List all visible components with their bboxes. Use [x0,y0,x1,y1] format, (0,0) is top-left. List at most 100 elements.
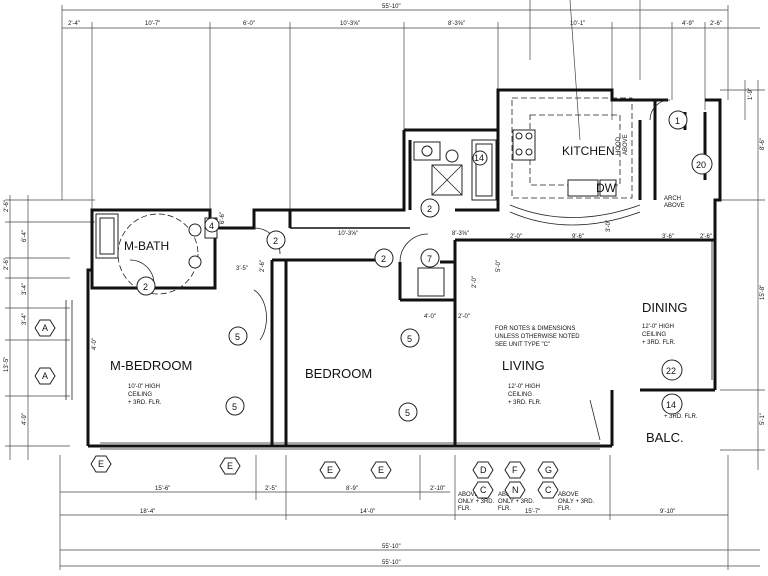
dim-overall-bottom-1: 55'-10" [382,544,401,550]
circle-tag-2-c: 2 [374,248,394,268]
room-label-kitchen: KITCHEN [562,144,615,158]
svg-text:2'-5": 2'-5" [265,486,277,492]
circle-tag-4: 4 [204,217,220,233]
svg-text:14: 14 [666,400,676,410]
room-label-m-bedroom: M-BEDROOM [110,358,192,373]
svg-text:F: F [512,465,518,475]
svg-text:2'-0": 2'-0" [458,314,470,320]
left-dimension-lines [5,195,95,460]
room-label-living: LIVING [502,358,545,373]
svg-text:9'-10": 9'-10" [660,509,675,515]
hex-tag-e-4: E [370,461,392,479]
hex-tags: A A E E E E D F [34,319,559,499]
svg-text:4'-0": 4'-0" [92,338,98,350]
svg-text:15'-6": 15'-6" [155,486,170,492]
room-label-dining: DINING [642,300,688,315]
svg-text:2'-10": 2'-10" [430,486,445,492]
svg-text:14: 14 [474,153,484,163]
above-note-d-3: FLR. [458,506,471,512]
circle-tag-14-a: 14 [661,393,683,415]
ceiling-note-dining-3: + 3RD. FLR. [642,340,676,346]
svg-text:5: 5 [405,408,410,418]
room-label-m-bath: M-BATH [124,239,169,253]
above-note-d-2: ONLY + 3RD. [458,499,495,505]
hex-tag-f: F [504,461,526,479]
dim-overall-top: 55'-10" [382,4,401,10]
svg-text:1'-9": 1'-9" [748,88,754,100]
svg-text:10'-1": 10'-1" [570,21,585,27]
circle-tag-1: 1 [668,110,688,130]
arch-above-note-1: ARCH [664,196,681,202]
circle-tag-7: 7 [420,248,440,268]
svg-text:6'-0": 6'-0" [243,21,255,27]
above-note-g-1: ABOVE [558,492,579,498]
hood-note-2: ABOVE [623,134,629,155]
hex-tag-e-3: E [319,461,341,479]
svg-text:18'-4": 18'-4" [140,509,155,515]
svg-text:10'-7": 10'-7" [145,21,160,27]
room-label-dw: DW [596,181,617,195]
svg-text:2: 2 [381,254,386,264]
svg-text:2'-6": 2'-6" [700,234,712,240]
hex-tag-e-1: E [90,455,112,473]
svg-text:2'-6": 2'-6" [4,200,10,212]
right-dimension-lines [720,80,765,470]
svg-text:4'-9": 4'-9" [682,21,694,27]
svg-text:E: E [227,461,233,471]
circle-tag-2-a: 2 [420,198,440,218]
svg-text:2'-4": 2'-4" [68,21,80,27]
svg-text:10'-3⅝": 10'-3⅝" [338,231,358,237]
hex-tag-a-1: A [34,319,56,337]
hex-tag-c-1: C [472,481,494,499]
circle-tag-2-d: 2 [136,276,156,296]
svg-text:E: E [378,465,384,475]
svg-text:6'-6": 6'-6" [220,212,226,224]
svg-text:5: 5 [407,334,412,344]
svg-text:1: 1 [675,116,680,126]
svg-text:8'-6": 8'-6" [760,138,766,150]
svg-text:C: C [545,485,552,495]
svg-text:15'-8": 15'-8" [760,285,766,300]
svg-text:10'-3⅝": 10'-3⅝" [340,21,360,27]
circle-tag-5-d: 5 [398,402,418,422]
circle-tag-20: 20 [691,153,713,175]
circle-tag-5-b: 5 [225,396,245,416]
room-label-bedroom: BEDROOM [305,366,372,381]
svg-text:A: A [42,371,48,381]
svg-text:5: 5 [235,332,240,342]
svg-text:9'-6": 9'-6" [572,234,584,240]
svg-text:7: 7 [427,254,432,264]
svg-text:N: N [512,485,519,495]
svg-text:4'-9": 4'-9" [22,413,28,425]
svg-text:5'-1": 5'-1" [760,413,766,425]
svg-text:E: E [98,459,104,469]
svg-text:2'-6": 2'-6" [260,260,266,272]
general-note-1: FOR NOTES & DIMENSIONS [495,326,575,332]
svg-text:20: 20 [696,160,706,170]
ceiling-note-dining-1: 12'-0" HIGH [642,324,674,330]
ceiling-note-dining-2: CEILING [642,332,666,338]
svg-text:G: G [545,465,552,475]
svg-text:5: 5 [232,402,237,412]
svg-text:2'-6": 2'-6" [4,258,10,270]
svg-text:A: A [42,323,48,333]
above-note-f-2: ONLY + 3RD. [498,499,535,505]
windows [65,240,713,450]
svg-text:8'-9": 8'-9" [346,486,358,492]
room-labels: KITCHEN DW M-BATH M-BEDROOM BEDROOM LIVI… [110,144,688,445]
circle-tag-14-b: 14 [472,150,488,166]
circle-tag-2-b: 2 [266,230,286,250]
circle-tag-5-a: 5 [228,326,248,346]
plan-notes: 10'-0" HIGH CEILING + 3RD. FLR. 12'-0" H… [128,134,698,512]
ceiling-note-m-bedroom-3: + 3RD. FLR. [128,400,162,406]
above-note-g-3: FLR. [558,506,571,512]
svg-text:5'-0": 5'-0" [496,260,502,272]
above-note-f-3: FLR. [498,506,511,512]
general-note-3: SEE UNIT TYPE "C" [495,342,550,348]
above-note-d-1: ABOVE [458,492,479,498]
svg-text:6'-4": 6'-4" [22,230,28,242]
hood-note-1: HOOD [616,136,622,155]
svg-text:2: 2 [143,282,148,292]
hex-tag-a-2: A [34,367,56,385]
